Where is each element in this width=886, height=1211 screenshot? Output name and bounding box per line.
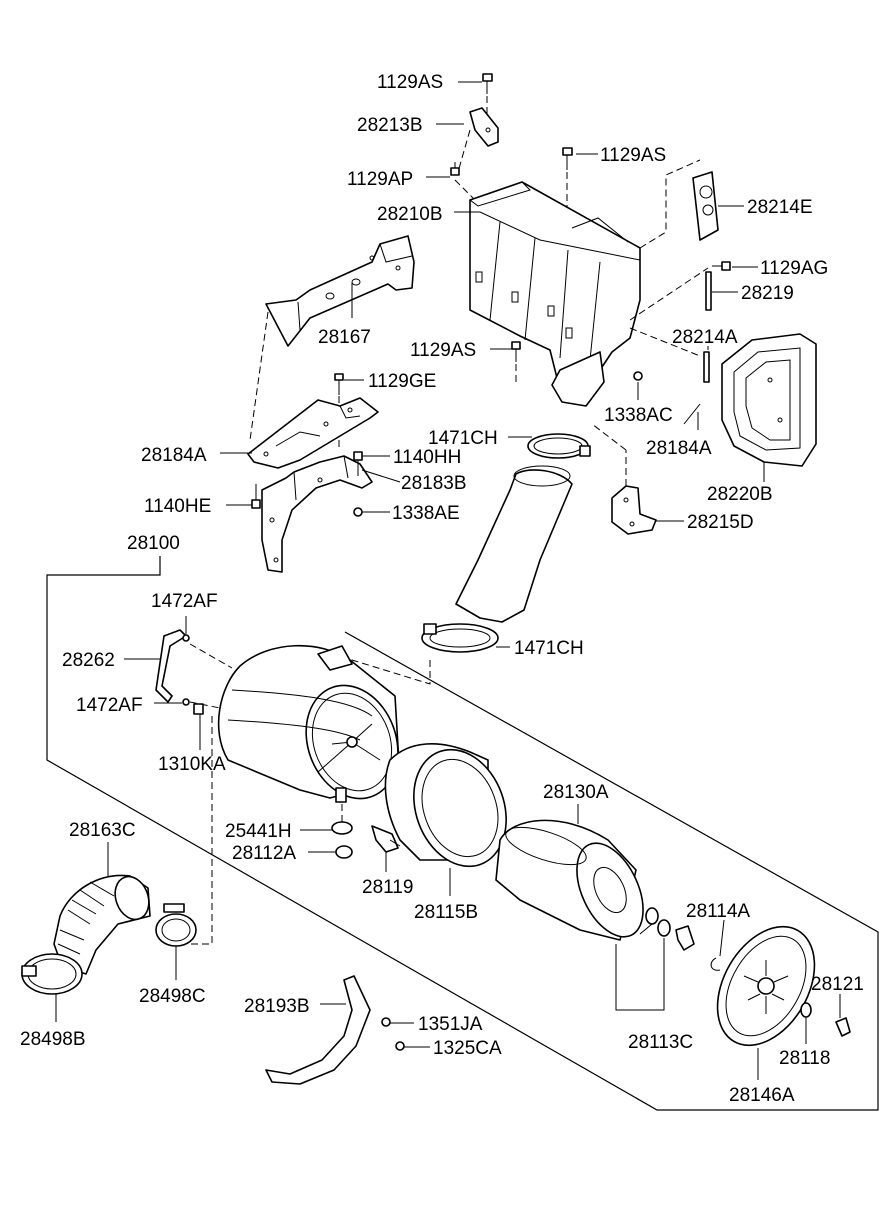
label-28498B: 28498B: [20, 1029, 86, 1050]
label-28210B: 28210B: [377, 204, 443, 225]
washer-28118: [800, 1002, 812, 1018]
label-1129GE: 1129GE: [368, 371, 436, 392]
label-1129AG: 1129AG: [760, 258, 828, 279]
label-28167: 28167: [318, 327, 371, 348]
label-28498C: 28498C: [139, 986, 206, 1007]
label-1310KA: 1310KA: [158, 754, 226, 775]
label-1129AP: 1129AP: [347, 169, 413, 190]
label-28112A: 28112A: [232, 843, 296, 864]
end-cover-28146A: [716, 925, 816, 1047]
pin-28184A-right: [683, 403, 701, 425]
bolt-1140he: [251, 484, 261, 509]
strap-28193B: [265, 975, 371, 1085]
label-28213B: 28213B: [357, 115, 423, 136]
label-28193B: 28193B: [244, 996, 310, 1017]
label-28115B: 28115B: [414, 902, 478, 923]
bolt-1129as-mid: [562, 147, 573, 208]
clamp-1471CH-mid: [421, 623, 499, 653]
clamp-28498C: [155, 903, 197, 947]
label-28262: 28262: [62, 650, 115, 671]
label-28163C: 28163C: [69, 820, 136, 841]
washer-28113C-a: [645, 907, 659, 925]
wing-nut-28121: [835, 1017, 851, 1037]
element-28130A: [495, 819, 644, 941]
leader-lines: [55, 81, 841, 1080]
rod-28219: [705, 271, 712, 311]
label-1129AS-mid: 1129AS: [600, 145, 666, 166]
bolt-1472af-bot: [182, 698, 190, 706]
label-28184A-left: 28184A: [141, 445, 207, 466]
bracket-28184A-left: [247, 397, 379, 469]
rod-28262: [155, 629, 187, 703]
duct-housing-28210B: [468, 181, 641, 407]
label-1351JA: 1351JA: [418, 1014, 483, 1035]
bracket-28183B: [261, 455, 373, 573]
label-28114A: 28114A: [686, 901, 750, 922]
label-1472AF-bot: 1472AF: [76, 695, 143, 716]
washer-28113C-b: [657, 919, 671, 937]
label-28119: 28119: [362, 877, 413, 898]
nut-1338ac: [633, 371, 643, 381]
label-28146A: 28146A: [729, 1085, 795, 1106]
label-1140HH: 1140HH: [393, 447, 461, 468]
bracket-28215D: [591, 423, 657, 535]
bolt-1472af-top: [182, 634, 190, 642]
nut-1325ca: [395, 1041, 405, 1051]
bolt-1129ap: [450, 162, 481, 206]
label-1471CH-top: 1471CH: [428, 428, 498, 449]
label-1325CA: 1325CA: [433, 1038, 502, 1059]
cover-28115B: [384, 743, 507, 868]
label-28183B: 28183B: [401, 473, 467, 494]
assembly-frame: [46, 556, 879, 1111]
label-1338AE: 1338AE: [392, 503, 460, 524]
hose-28163C: [53, 874, 151, 975]
label-28219: 28219: [741, 283, 794, 304]
intake-hose: [455, 465, 573, 623]
clip-28114A: [710, 957, 721, 971]
label-28214A: 28214A: [672, 327, 738, 348]
label-28113C: 28113C: [628, 1032, 693, 1053]
label-28130A: 28130A: [543, 782, 609, 803]
label-28100: 28100: [127, 533, 180, 554]
plate-28214E: [692, 171, 719, 241]
clamp-1471CH-top: [527, 433, 591, 459]
label-28121: 28121: [811, 974, 864, 995]
label-1129AS-top: 1129AS: [377, 72, 443, 93]
wing-nut: [675, 925, 695, 951]
clamp-28498B: [21, 953, 83, 995]
label-28215D: 28215D: [687, 512, 754, 533]
sensor-28119: [371, 825, 401, 853]
label-28220B: 28220B: [707, 484, 773, 505]
nut-1310ka: [193, 703, 204, 715]
label-1129AS-low: 1129AS: [410, 340, 476, 361]
bracket-28213B: [457, 107, 499, 173]
label-1140HE: 1140HE: [144, 496, 211, 517]
label-28214E: 28214E: [747, 197, 813, 218]
bolt-1129as-low: [511, 341, 521, 384]
bolt-1129ag: [712, 261, 731, 271]
label-25441H: 25441H: [225, 821, 292, 842]
nut-1338ae: [353, 507, 363, 517]
bracket-28167: [265, 235, 415, 347]
cap-28112A: [335, 845, 353, 859]
label-1472AF-top: 1472AF: [151, 591, 218, 612]
air-cleaner-housing: [217, 644, 401, 803]
label-28118: 28118: [779, 1048, 830, 1069]
fitting-25441H: [331, 804, 353, 835]
label-1338AC: 1338AC: [604, 405, 673, 426]
strip-28214A: [703, 351, 710, 383]
label-28184A-right: 28184A: [646, 438, 712, 459]
label-1471CH-mid: 1471CH: [514, 638, 584, 659]
outlet-28220B: [721, 333, 817, 467]
nut-1351ja: [381, 1017, 391, 1027]
